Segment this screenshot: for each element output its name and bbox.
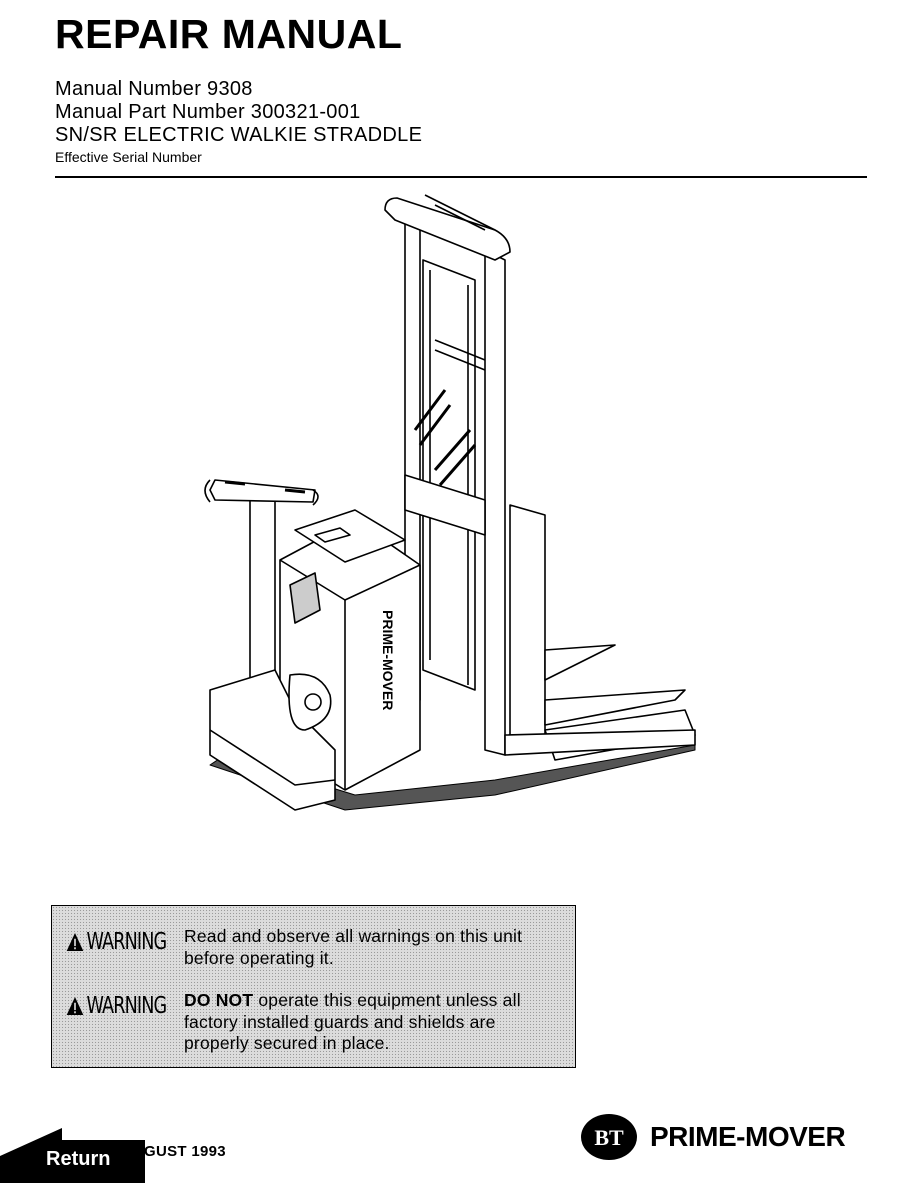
warning-triangle-icon — [66, 933, 84, 951]
truck-brand-text: PRIME-MOVER — [380, 610, 396, 710]
walkie-straddle-illustration: PRIME-MOVER — [204, 194, 696, 811]
effective-serial: Effective Serial Number — [55, 149, 202, 165]
return-label: Return — [46, 1148, 111, 1170]
publication-date: GUST 1993 — [144, 1143, 226, 1160]
warning-text-2: DO NOT operate this equipment unless all… — [184, 990, 521, 1053]
bt-logo-icon: BT — [581, 1114, 637, 1160]
brand-logo: BT PRIME-MOVER — [580, 1113, 846, 1161]
bt-logo-text: BT — [594, 1125, 624, 1150]
manual-number: Manual Number 9308 — [55, 78, 253, 100]
page-title: REPAIR MANUAL — [55, 11, 403, 57]
warning-row-1: WARNING Read and observe all warnings on… — [66, 926, 564, 969]
warning-box: WARNING Read and observe all warnings on… — [51, 905, 576, 1068]
return-button[interactable]: Return — [0, 1128, 145, 1183]
warning-triangle-icon — [66, 997, 84, 1015]
warning-label-2: WARNING — [66, 994, 167, 1055]
warning-row-2: WARNING DO NOT operate this equipment un… — [66, 990, 564, 1055]
warning-text-1: Read and observe all warnings on this un… — [184, 926, 523, 968]
header-rule — [55, 176, 867, 178]
brand-name: PRIME-MOVER — [650, 1121, 846, 1152]
warning-label-1: WARNING — [66, 930, 167, 969]
back-arrow-icon — [0, 1128, 145, 1183]
manual-meta: Manual Number 9308 Manual Part Number 30… — [55, 78, 422, 166]
manual-part-number: Manual Part Number 300321-001 — [55, 101, 361, 123]
model-name: SN/SR ELECTRIC WALKIE STRADDLE — [55, 124, 423, 146]
warning-emphasis: DO NOT — [184, 990, 254, 1010]
